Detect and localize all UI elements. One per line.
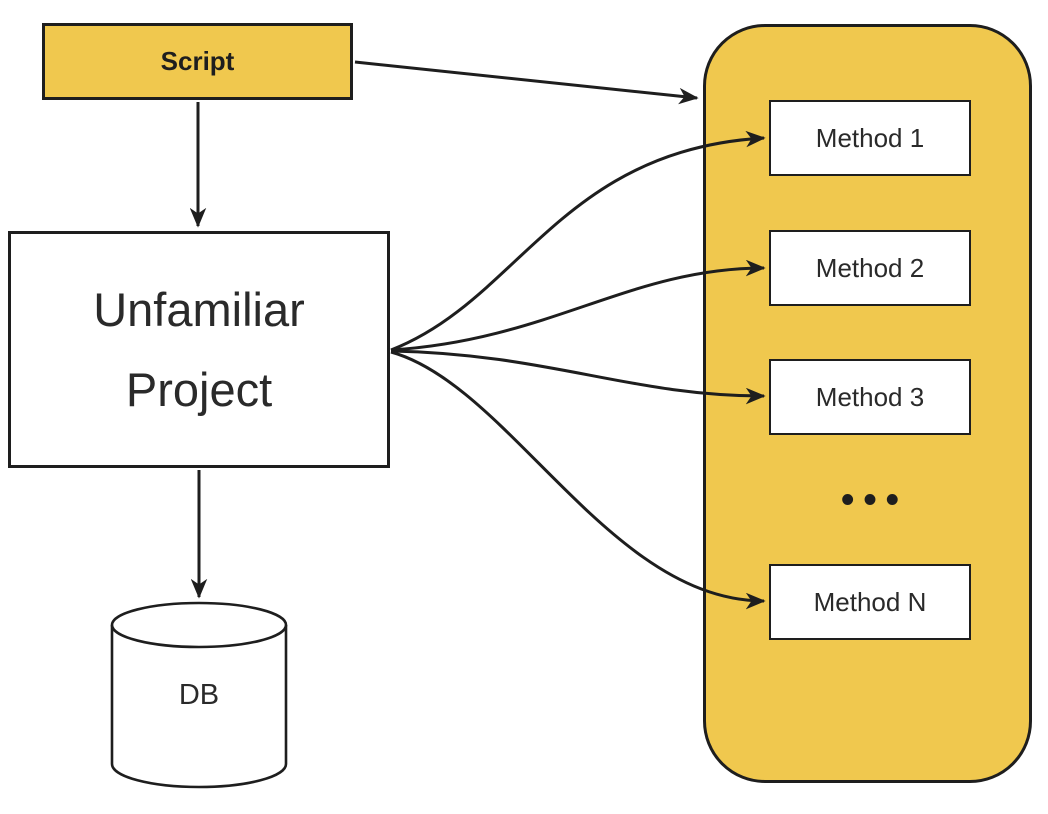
- db-label: DB: [178, 678, 220, 711]
- script-box: Script: [42, 23, 353, 100]
- method-label-2: Method 2: [815, 252, 925, 283]
- project-label: Unfamiliar Project: [93, 282, 305, 416]
- method-label-3: Method 3: [815, 381, 925, 412]
- method-box-3: Method 3: [769, 359, 971, 435]
- method-box-n: Method N: [769, 564, 971, 640]
- project-box: Unfamiliar Project: [8, 231, 390, 468]
- method-label-n: Method N: [813, 586, 927, 617]
- method-box-2: Method 2: [769, 230, 971, 306]
- method-label-1: Method 1: [815, 122, 925, 153]
- arrow-script-to-methods-container: [354, 60, 699, 105]
- method-box-1: Method 1: [769, 100, 971, 176]
- script-label: Script: [160, 46, 235, 76]
- ellipsis-dots: •••: [841, 478, 908, 521]
